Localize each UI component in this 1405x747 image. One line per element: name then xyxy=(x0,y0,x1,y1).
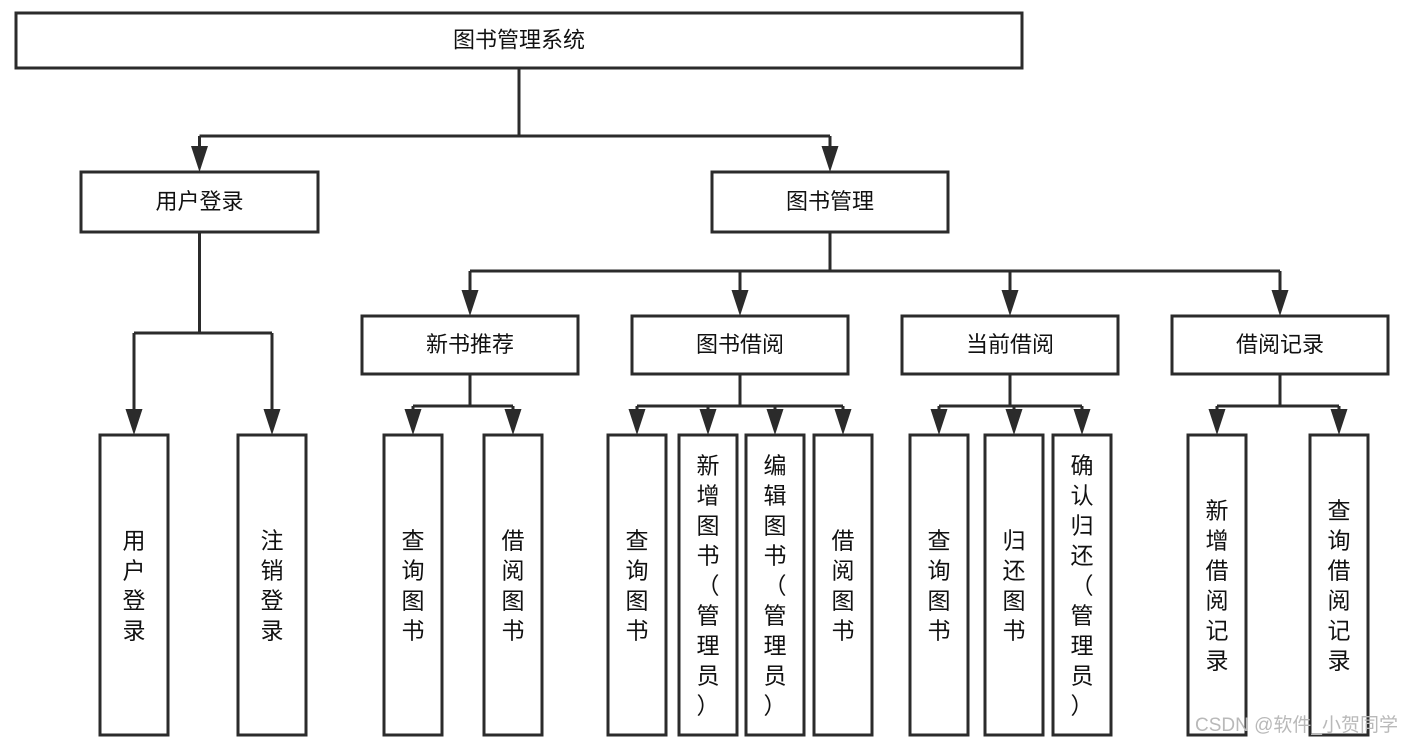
node-box-leaf-query-book-cb[interactable] xyxy=(908,433,970,737)
node-box-leaf-borrow-book-br[interactable] xyxy=(812,433,874,737)
node-label-leaf-query-book-cb: 查询图书 xyxy=(928,527,951,643)
node-box-leaf-add-record[interactable] xyxy=(1186,433,1248,737)
node-box-leaf-confirm-return[interactable] xyxy=(1051,433,1113,737)
node-label-current-borrow: 当前借阅 xyxy=(966,332,1054,357)
node-box-user-login[interactable] xyxy=(79,170,320,234)
node-box-leaf-return-book[interactable] xyxy=(983,433,1045,737)
node-box-new-book-rec[interactable] xyxy=(360,314,580,376)
node-label-leaf-edit-book: 编辑图书（管理员） xyxy=(764,452,787,718)
node-leaf-query-book-rec[interactable]: 查询图书 xyxy=(382,433,444,737)
node-new-book-rec[interactable]: 新书推荐 xyxy=(360,314,580,376)
node-label-book-manage: 图书管理 xyxy=(786,189,874,214)
node-box-leaf-edit-book[interactable] xyxy=(744,433,806,737)
node-leaf-borrow-book-rec[interactable]: 借阅图书 xyxy=(482,433,544,737)
node-label-leaf-user-login: 用户登录 xyxy=(123,527,146,643)
node-label-leaf-query-book-br: 查询图书 xyxy=(626,527,649,643)
node-label-leaf-add-record: 新增借阅记录 xyxy=(1206,497,1229,673)
node-leaf-edit-book[interactable]: 编辑图书（管理员） xyxy=(744,433,806,737)
node-borrow-record[interactable]: 借阅记录 xyxy=(1170,314,1390,376)
node-box-book-borrow[interactable] xyxy=(630,314,850,376)
node-leaf-confirm-return[interactable]: 确认归还（管理员） xyxy=(1051,433,1113,737)
node-root[interactable]: 图书管理系统 xyxy=(14,11,1024,70)
node-box-current-borrow[interactable] xyxy=(900,314,1120,376)
node-box-leaf-user-login[interactable] xyxy=(98,433,170,737)
connector-layer xyxy=(125,68,1348,435)
node-label-book-borrow: 图书借阅 xyxy=(696,332,784,357)
connector-root xyxy=(191,68,839,172)
node-leaf-add-book[interactable]: 新增图书（管理员） xyxy=(677,433,739,737)
node-leaf-query-book-cb[interactable]: 查询图书 xyxy=(908,433,970,737)
node-box-leaf-query-book-rec[interactable] xyxy=(382,433,444,737)
node-box-leaf-query-record[interactable] xyxy=(1308,433,1370,737)
csdn-watermark: CSDN @软件_小贺同学 xyxy=(1195,714,1398,736)
node-label-leaf-add-book: 新增图书（管理员） xyxy=(697,452,720,718)
node-leaf-user-login[interactable]: 用户登录 xyxy=(98,433,170,737)
node-leaf-query-book-br[interactable]: 查询图书 xyxy=(606,433,668,737)
node-box-leaf-query-book-br[interactable] xyxy=(606,433,668,737)
node-label-user-login: 用户登录 xyxy=(155,189,243,214)
node-label-leaf-borrow-book-br: 借阅图书 xyxy=(832,527,855,643)
node-label-leaf-return-book: 归还图书 xyxy=(1003,527,1026,643)
connector-new-book-rec xyxy=(404,374,522,435)
node-current-borrow[interactable]: 当前借阅 xyxy=(900,314,1120,376)
node-box-leaf-borrow-book-rec[interactable] xyxy=(482,433,544,737)
connector-book-manage xyxy=(461,232,1289,316)
node-box-root[interactable] xyxy=(14,11,1024,70)
node-label-new-book-rec: 新书推荐 xyxy=(426,332,514,357)
node-leaf-logout[interactable]: 注销登录 xyxy=(236,433,308,737)
node-label-root: 图书管理系统 xyxy=(453,27,585,52)
node-book-borrow[interactable]: 图书借阅 xyxy=(630,314,850,376)
node-box-borrow-record[interactable] xyxy=(1170,314,1390,376)
node-leaf-return-book[interactable]: 归还图书 xyxy=(983,433,1045,737)
connector-user-login xyxy=(125,232,281,435)
node-box-leaf-add-book[interactable] xyxy=(677,433,739,737)
node-label-leaf-borrow-book-rec: 借阅图书 xyxy=(502,527,525,643)
connector-borrow-record xyxy=(1208,374,1348,435)
node-label-leaf-query-record: 查询借阅记录 xyxy=(1328,497,1351,673)
node-box-book-manage[interactable] xyxy=(710,170,950,234)
connector-current-borrow xyxy=(930,374,1091,435)
node-leaf-borrow-book-br[interactable]: 借阅图书 xyxy=(812,433,874,737)
node-user-login[interactable]: 用户登录 xyxy=(79,170,320,234)
node-leaf-add-record[interactable]: 新增借阅记录 xyxy=(1186,433,1248,737)
node-box-leaf-logout[interactable] xyxy=(236,433,308,737)
node-book-manage[interactable]: 图书管理 xyxy=(710,170,950,234)
node-label-leaf-query-book-rec: 查询图书 xyxy=(402,527,425,643)
node-label-leaf-confirm-return: 确认归还（管理员） xyxy=(1071,452,1094,718)
node-label-leaf-logout: 注销登录 xyxy=(261,527,284,643)
connector-book-borrow xyxy=(628,374,852,435)
node-layer: 图书管理系统用户登录图书管理新书推荐图书借阅当前借阅借阅记录用户登录注销登录查询… xyxy=(14,11,1390,737)
node-leaf-query-record[interactable]: 查询借阅记录 xyxy=(1308,433,1370,737)
node-label-borrow-record: 借阅记录 xyxy=(1236,332,1324,357)
